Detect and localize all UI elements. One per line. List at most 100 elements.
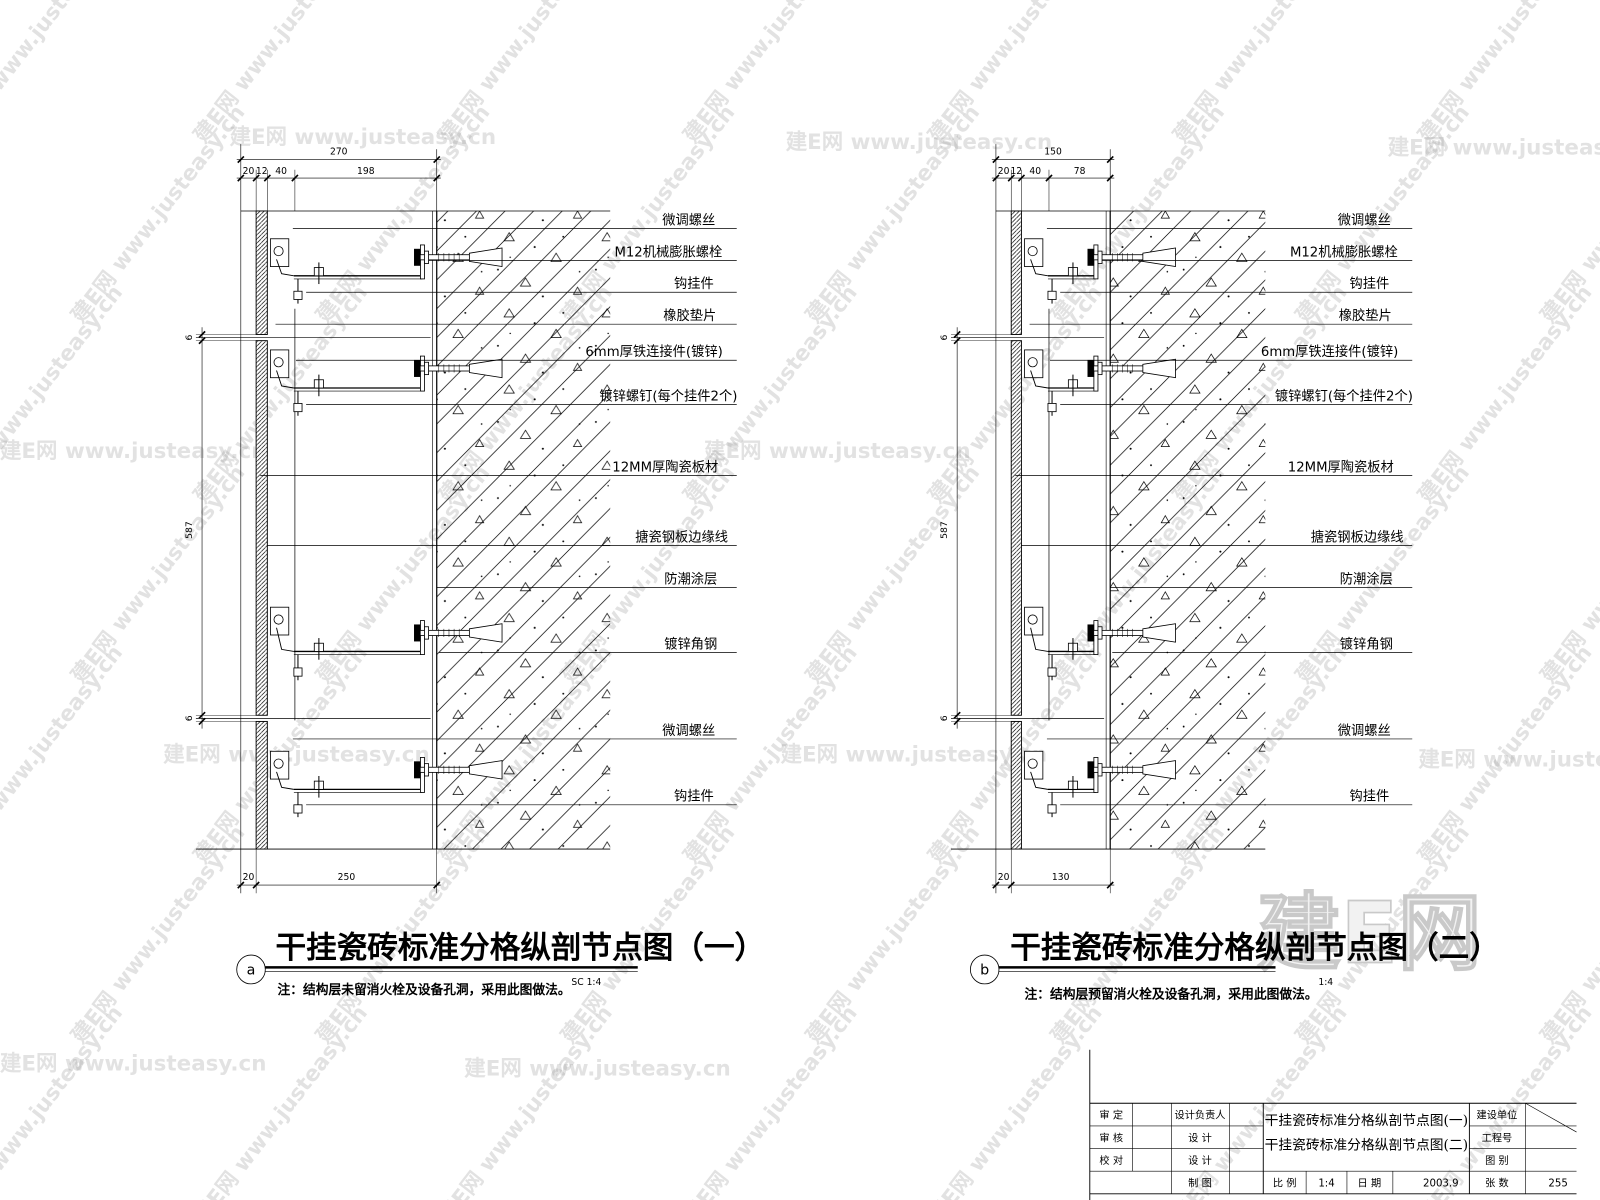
anchor-assembly bbox=[1024, 606, 1176, 681]
screw-head bbox=[1047, 403, 1057, 413]
watermark-text: 建E网 www.justeasy.cn bbox=[189, 1001, 373, 1200]
callout-label: 搪瓷钢板边缘线 bbox=[635, 529, 728, 545]
hook-pin bbox=[273, 614, 284, 625]
hook-arm bbox=[1030, 627, 1049, 652]
design-label-design-2: 设 计 bbox=[1188, 1154, 1212, 1167]
hook-arm bbox=[1030, 259, 1049, 277]
callout-label: 镀锌角钢 bbox=[664, 635, 717, 652]
watermark-text: 建E网 www.justeasy.cn bbox=[924, 1001, 1108, 1200]
scale-label: 比 例 bbox=[1273, 1177, 1297, 1190]
detail-marker-letter: a bbox=[247, 963, 256, 979]
dimension-part: 198 bbox=[357, 166, 375, 177]
hook-arm bbox=[1030, 370, 1049, 389]
wall-angle bbox=[420, 757, 425, 793]
dimension-tick bbox=[1106, 155, 1114, 164]
bolt-nut bbox=[1087, 248, 1095, 266]
expansion-sleeve bbox=[468, 358, 503, 379]
bolt-washer bbox=[424, 626, 429, 640]
date-label: 日 期 bbox=[1358, 1178, 1382, 1190]
screw-head bbox=[293, 804, 303, 814]
callout-label: 镀锌角钢 bbox=[1340, 635, 1393, 652]
bolt-washer bbox=[1097, 626, 1103, 640]
callout-label: 钩挂件 bbox=[674, 276, 714, 292]
bolt-washer bbox=[1097, 361, 1103, 376]
date-value: 2003.9 bbox=[1423, 1178, 1459, 1190]
watermark-text: 建E网 www.justeasy.cn bbox=[0, 281, 128, 508]
expansion-sleeve bbox=[1142, 358, 1176, 379]
screw-head bbox=[293, 403, 303, 413]
detail-title: 干挂瓷砖标准分格纵剖节点图（二） bbox=[1010, 930, 1500, 966]
callout-label: 6mm厚铁连接件(镀锌) bbox=[585, 343, 722, 360]
detail-title: 干挂瓷砖标准分格纵剖节点图（一） bbox=[276, 930, 766, 966]
callout-label: 橡胶垫片 bbox=[663, 307, 716, 324]
dimension-part: 40 bbox=[275, 166, 287, 177]
hook-arm bbox=[1030, 771, 1049, 790]
detail-note: 注：结构层预留消火栓及设备孔洞，采用此图做法。 bbox=[1024, 986, 1317, 1002]
expansion-sleeve bbox=[468, 623, 503, 643]
dimension-part: 40 bbox=[1029, 166, 1041, 177]
dimension-part: 12 bbox=[1010, 166, 1022, 177]
design-label-lead: 设计负责人 bbox=[1175, 1109, 1226, 1122]
title-block: 审 定 审 核 校 对 设计负责人 设 计 设 计 制 图 干挂瓷砖标准分格纵剖… bbox=[1089, 1049, 1577, 1200]
watermark-text: 建E网 www.justeasy.cn bbox=[0, 439, 267, 464]
watermark-text: 建E网 www.justeasy.cn bbox=[230, 125, 497, 150]
dimension-part: 12 bbox=[256, 166, 268, 177]
watermark-text: 建E网 www.justeasy.cn bbox=[1414, 1001, 1598, 1200]
hook-pin bbox=[1027, 758, 1038, 769]
watermark-text: 建E网 www.justeasy.cn bbox=[1169, 1001, 1353, 1200]
scale-value: 1:4 bbox=[1318, 1178, 1334, 1190]
sheets-label: 张 数 bbox=[1485, 1177, 1509, 1190]
dimension-tick bbox=[992, 155, 1000, 164]
wall-angle bbox=[420, 355, 425, 392]
anchor-assembly bbox=[1024, 238, 1176, 304]
watermark-text: 建E网 www.justeasy.cn bbox=[801, 461, 985, 688]
callout-label: 微调螺丝 bbox=[1338, 723, 1391, 739]
watermark-text: 建E网 www.justeasy.cn bbox=[67, 101, 251, 328]
bolt-nut bbox=[1087, 761, 1095, 779]
callout-label: 12MM厚陶瓷板材 bbox=[1288, 459, 1394, 475]
callout-label: 防潮涂层 bbox=[664, 571, 717, 587]
wall-angle bbox=[1093, 757, 1099, 793]
dimension-part: 78 bbox=[1074, 166, 1086, 177]
dimension-tick bbox=[1106, 174, 1114, 182]
concrete-aggregate bbox=[1110, 210, 1266, 850]
screw-head bbox=[1047, 804, 1057, 814]
hook-arm bbox=[276, 771, 294, 790]
detail-marker-circle bbox=[236, 954, 266, 985]
bolt-washer bbox=[424, 763, 429, 777]
anchor-assembly bbox=[270, 349, 503, 416]
bolt-nut bbox=[1087, 359, 1095, 377]
hook-pin bbox=[273, 758, 284, 769]
dimension-tick bbox=[237, 174, 245, 182]
bolt-nut bbox=[414, 761, 421, 779]
watermark-text: 建E网 www.justeasy.cn bbox=[189, 281, 373, 508]
ceramic-panel bbox=[255, 720, 268, 850]
detail-marker-circle bbox=[970, 954, 1000, 985]
drawing-name-1: 干挂瓷砖标准分格纵剖节点图(一) bbox=[1265, 1113, 1469, 1129]
hook-pin bbox=[273, 246, 284, 257]
dimension-tick bbox=[237, 155, 245, 164]
callout-label: M12机械膨胀螺栓 bbox=[614, 244, 722, 260]
screw-head bbox=[1047, 667, 1057, 677]
callout-label: 钩挂件 bbox=[1349, 789, 1389, 805]
detail-scale: SC 1:4 bbox=[571, 977, 601, 988]
bolt-washer bbox=[424, 361, 429, 376]
review-label-proof: 校 对 bbox=[1099, 1154, 1123, 1167]
dimension-tick bbox=[433, 174, 441, 182]
expansion-sleeve bbox=[468, 247, 503, 268]
hook-arm bbox=[276, 259, 294, 277]
callout-label: 微调螺丝 bbox=[1338, 212, 1391, 228]
callout-label: M12机械膨胀螺栓 bbox=[1290, 244, 1398, 260]
anchor-assembly bbox=[270, 238, 503, 304]
design-label-design: 设 计 bbox=[1188, 1131, 1212, 1144]
bolt-washer bbox=[1097, 250, 1103, 264]
watermark-text: 建E网 www.justeasy.cn bbox=[67, 461, 251, 688]
detail-note: 注：结构层未留消火栓及设备孔洞，采用此图做法。 bbox=[278, 982, 571, 998]
ceramic-panel bbox=[1010, 720, 1022, 850]
dimension-part: 20 bbox=[243, 166, 255, 177]
dimension-height: 6 bbox=[939, 334, 950, 340]
